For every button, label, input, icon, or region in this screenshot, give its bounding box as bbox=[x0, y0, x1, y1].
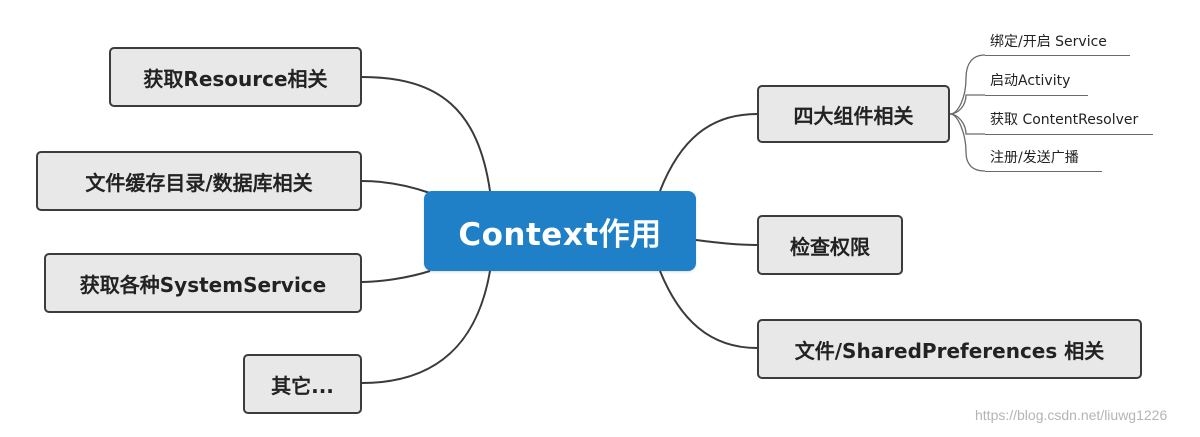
sublink-broadcast bbox=[949, 113, 986, 172]
node-cache-dir-database: 文件缓存目录/数据库相关 bbox=[36, 151, 362, 211]
node-system-service: 获取各种SystemService bbox=[44, 253, 362, 313]
leaf-start-activity: 启动Activity bbox=[990, 73, 1071, 89]
leaf-underline bbox=[985, 55, 1130, 57]
leaf-register-broadcast: 注册/发送广播 bbox=[990, 150, 1079, 166]
link-cache-dir bbox=[361, 180, 431, 194]
leaf-underline bbox=[985, 95, 1088, 97]
link-resource bbox=[361, 76, 491, 192]
leaf-underline bbox=[985, 134, 1153, 136]
node-four-components: 四大组件相关 bbox=[757, 85, 950, 143]
watermark-url: https://blog.csdn.net/liuwg1226 bbox=[975, 407, 1168, 423]
link-system-service bbox=[361, 270, 431, 283]
node-check-permission: 检查权限 bbox=[757, 215, 903, 275]
leaf-underline bbox=[985, 171, 1102, 173]
node-other: 其它... bbox=[243, 354, 362, 414]
link-components bbox=[659, 113, 758, 192]
link-other bbox=[361, 270, 491, 384]
leaf-content-resolver: 获取 ContentResolver bbox=[990, 112, 1139, 128]
sublink-service bbox=[949, 54, 986, 115]
link-permission bbox=[695, 239, 758, 246]
center-node: Context作用 bbox=[424, 191, 696, 271]
node-get-resource: 获取Resource相关 bbox=[109, 47, 362, 107]
link-sharedprefs bbox=[659, 270, 758, 349]
node-sharedpreferences: 文件/SharedPreferences 相关 bbox=[757, 319, 1142, 379]
leaf-bind-start-service: 绑定/开启 Service bbox=[990, 34, 1107, 50]
